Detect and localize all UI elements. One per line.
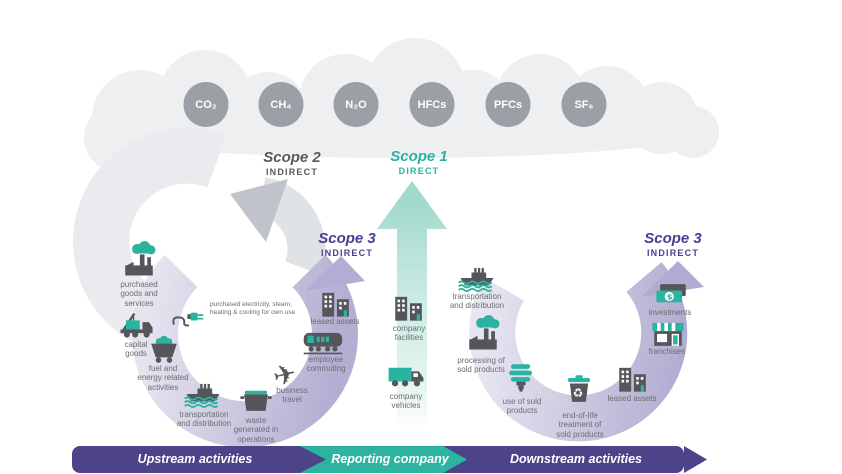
footer-upstream-label: Upstream activities [137,452,253,466]
reporting-company-segment [300,446,467,473]
leased-assets-buildings-icon [611,357,655,397]
footer-reporting-label: Reporting company [331,452,449,466]
company-facilities-icon [387,286,431,326]
scope3-upstream-name: Scope 3 [318,230,376,247]
scope2-arrowhead [230,179,288,242]
label-investments: investments [648,308,692,317]
scope3-upstream-subtitle: INDIRECT [320,248,374,258]
scope2-name: Scope 2 [263,149,321,166]
downstream-arrowhead [641,261,704,297]
label-end-of-life: end-of-life treatment of sold products [556,411,604,439]
gas-badge-ch4: CH₄ [258,82,304,127]
scope1-name: Scope 1 [390,148,448,165]
scope1-arrow [377,181,447,425]
label-capital-goods: capital goods [124,340,148,359]
label-company-vehicles: company vehicles [389,392,423,411]
scope3-downstream-title: Scope 3 INDIRECT [598,230,748,258]
footer-bar-arrow-tip [684,446,707,473]
label-leased-assets-downstream: leased assets [607,394,657,403]
scope3-upstream-title: Scope 3 INDIRECT [272,230,422,258]
scope1-subtitle: DIRECT [398,166,440,176]
scope2-title: Scope 2 INDIRECT [217,149,367,177]
company-vehicles-truck-icon [384,356,428,396]
gas-badge-hfcs: HFCs [409,82,455,127]
label-transportation-downstream: transportation and distribution [449,292,505,311]
label-employee-commuting: employee commuting [306,355,346,374]
label-purchased-goods: purchased goods and services [120,280,158,308]
scope3-downstream-subtitle: INDIRECT [646,248,700,258]
gas-badge-pfcs: PFCs [485,82,531,127]
scope1-title: Scope 1 DIRECT [344,148,494,176]
label-waste: waste generated in operations [233,416,279,444]
footer-bar [72,446,707,473]
label-company-facilities: company facilities [392,324,426,343]
label-use-of-sold: use of sold products [502,397,542,416]
gas-badge-co2: CO₂ [183,82,229,127]
gas-badge-n2o: N₂O [333,82,379,127]
label-franchises: franchises [648,347,686,356]
upstream-ring [132,254,358,448]
label-fuel-energy: fuel and energy related activities [137,364,189,392]
footer-downstream-label: Downstream activities [510,452,642,466]
label-leased-assets-upstream: leased assets [310,317,360,326]
label-purchased-electricity: purchased electricity, steam, heating & … [210,301,296,317]
gas-badge-sf6: SF₆ [561,82,607,127]
upstream-arrowhead [305,256,365,291]
scope2-swirl [73,127,227,353]
label-processing: processing of sold products [457,356,505,375]
scope3-downstream-name: Scope 3 [644,230,702,247]
factory-emissions-icon [461,313,505,353]
factory-emissions-icon [117,239,161,279]
label-business-travel: business travel [276,386,308,405]
label-transportation-upstream: transportation and distribution [176,410,232,429]
scope2-subtitle: INDIRECT [265,167,319,177]
